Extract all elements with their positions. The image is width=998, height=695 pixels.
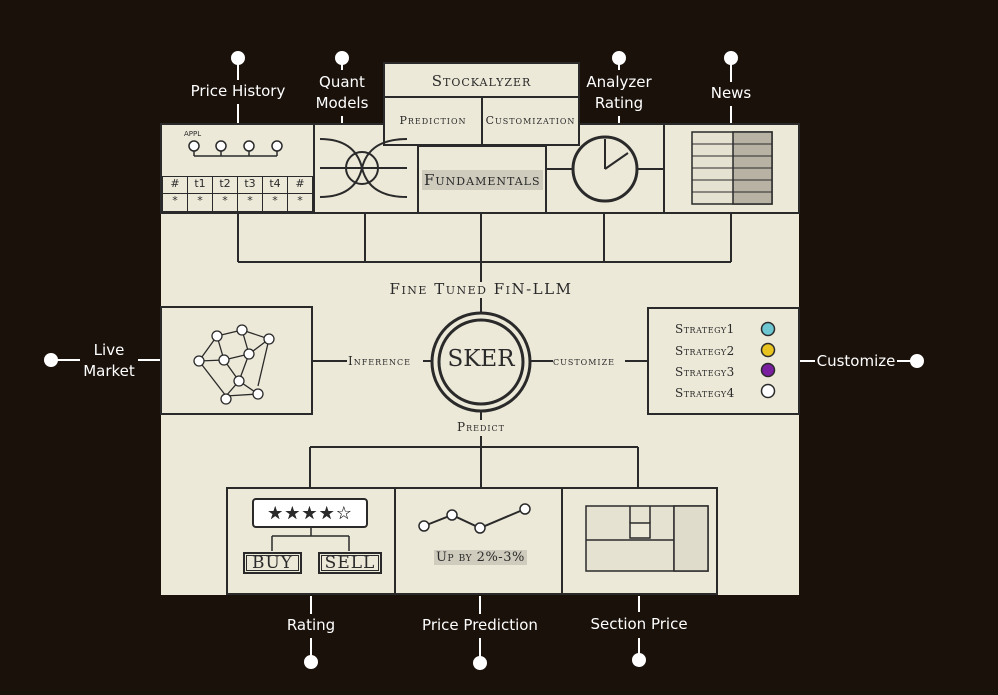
news-sheet-icon: [691, 131, 773, 205]
quant-models-line2: Models: [315, 94, 369, 112]
buy-button: BUY: [243, 552, 302, 574]
diagram-title: Stockalyzer: [431, 72, 532, 90]
ticker-label: APPL: [184, 130, 202, 138]
customize-pin: [910, 354, 924, 368]
live-market-panel: [160, 306, 313, 415]
price-prediction-pin: [473, 656, 487, 670]
strategy-2-label: Strategy2: [675, 344, 735, 358]
live-market-graph-icon: [193, 324, 275, 405]
news-label: News: [710, 84, 752, 102]
table-data-cell: *: [262, 193, 288, 212]
section-price-blocks-icon: [585, 505, 709, 572]
predict-label: Predict: [457, 420, 505, 434]
strategy-4-label: Strategy4: [675, 386, 735, 400]
quant-models-pin: [335, 51, 349, 65]
rating-tree-icon: [271, 528, 350, 551]
rating-label: Rating: [286, 616, 336, 634]
core-ring: [430, 311, 532, 413]
prediction-tab-label: Prediction: [399, 114, 467, 127]
table-data-cell: *: [187, 193, 213, 212]
price-history-label: Price History: [190, 82, 286, 100]
analyzer-rating-line1: Analyzer: [586, 73, 652, 91]
section-price-label: Section Price: [590, 615, 688, 633]
strategy-4-swatch: [760, 383, 776, 399]
live-market-label: Live Market: [79, 340, 139, 382]
live-market-line1: Live: [93, 341, 125, 359]
strategy-1-swatch: [760, 321, 776, 337]
inference-label: Inference: [348, 354, 411, 368]
rating-stars: ★★★★☆: [267, 503, 353, 524]
strategies-panel: [647, 307, 800, 415]
analyzer-rating-clock-icon: [547, 135, 663, 203]
customization-tab-label: Customization: [485, 114, 576, 127]
news-pin: [724, 51, 738, 65]
strategy-2-swatch: [760, 342, 776, 358]
quant-models-line1: Quant: [319, 73, 365, 91]
analyzer-rating-label: Analyzer Rating: [579, 72, 659, 114]
table-data-cell: *: [287, 193, 313, 212]
customization-tab: Customization: [481, 96, 580, 146]
analyzer-rating-pin: [612, 51, 626, 65]
sell-button: SELL: [318, 552, 382, 574]
quant-models-label: Quant Models: [302, 72, 382, 114]
section-price-pin: [632, 653, 646, 667]
analyzer-rating-line2: Rating: [594, 94, 644, 112]
live-market-pin: [44, 353, 58, 367]
stars-box: ★★★★☆: [252, 498, 368, 528]
price-line-icon: [418, 503, 531, 534]
core-label: SKER: [447, 346, 515, 372]
customize-label: Customize: [816, 352, 896, 370]
live-market-line2: Market: [83, 362, 135, 380]
price-history-tree-icon: [188, 140, 283, 157]
strategy-3-label: Strategy3: [675, 365, 735, 379]
strategy-1-label: Strategy1: [675, 322, 735, 336]
table-header-cell: #: [287, 176, 313, 194]
rating-pin: [304, 655, 318, 669]
strategy-3-swatch: [760, 362, 776, 378]
prediction-text: Up by 2%-3%: [434, 550, 527, 565]
price-prediction-panel: [394, 487, 563, 595]
customize-edge-label: customize: [553, 354, 615, 368]
model-label: Fine Tuned FiN-LLM: [389, 280, 573, 298]
quant-models-icon: [319, 138, 408, 198]
fundamentals-label: Fundamentals: [422, 170, 543, 190]
price-history-pin: [231, 51, 245, 65]
strategy-swatches: [760, 321, 776, 399]
price-prediction-label: Price Prediction: [422, 616, 538, 634]
